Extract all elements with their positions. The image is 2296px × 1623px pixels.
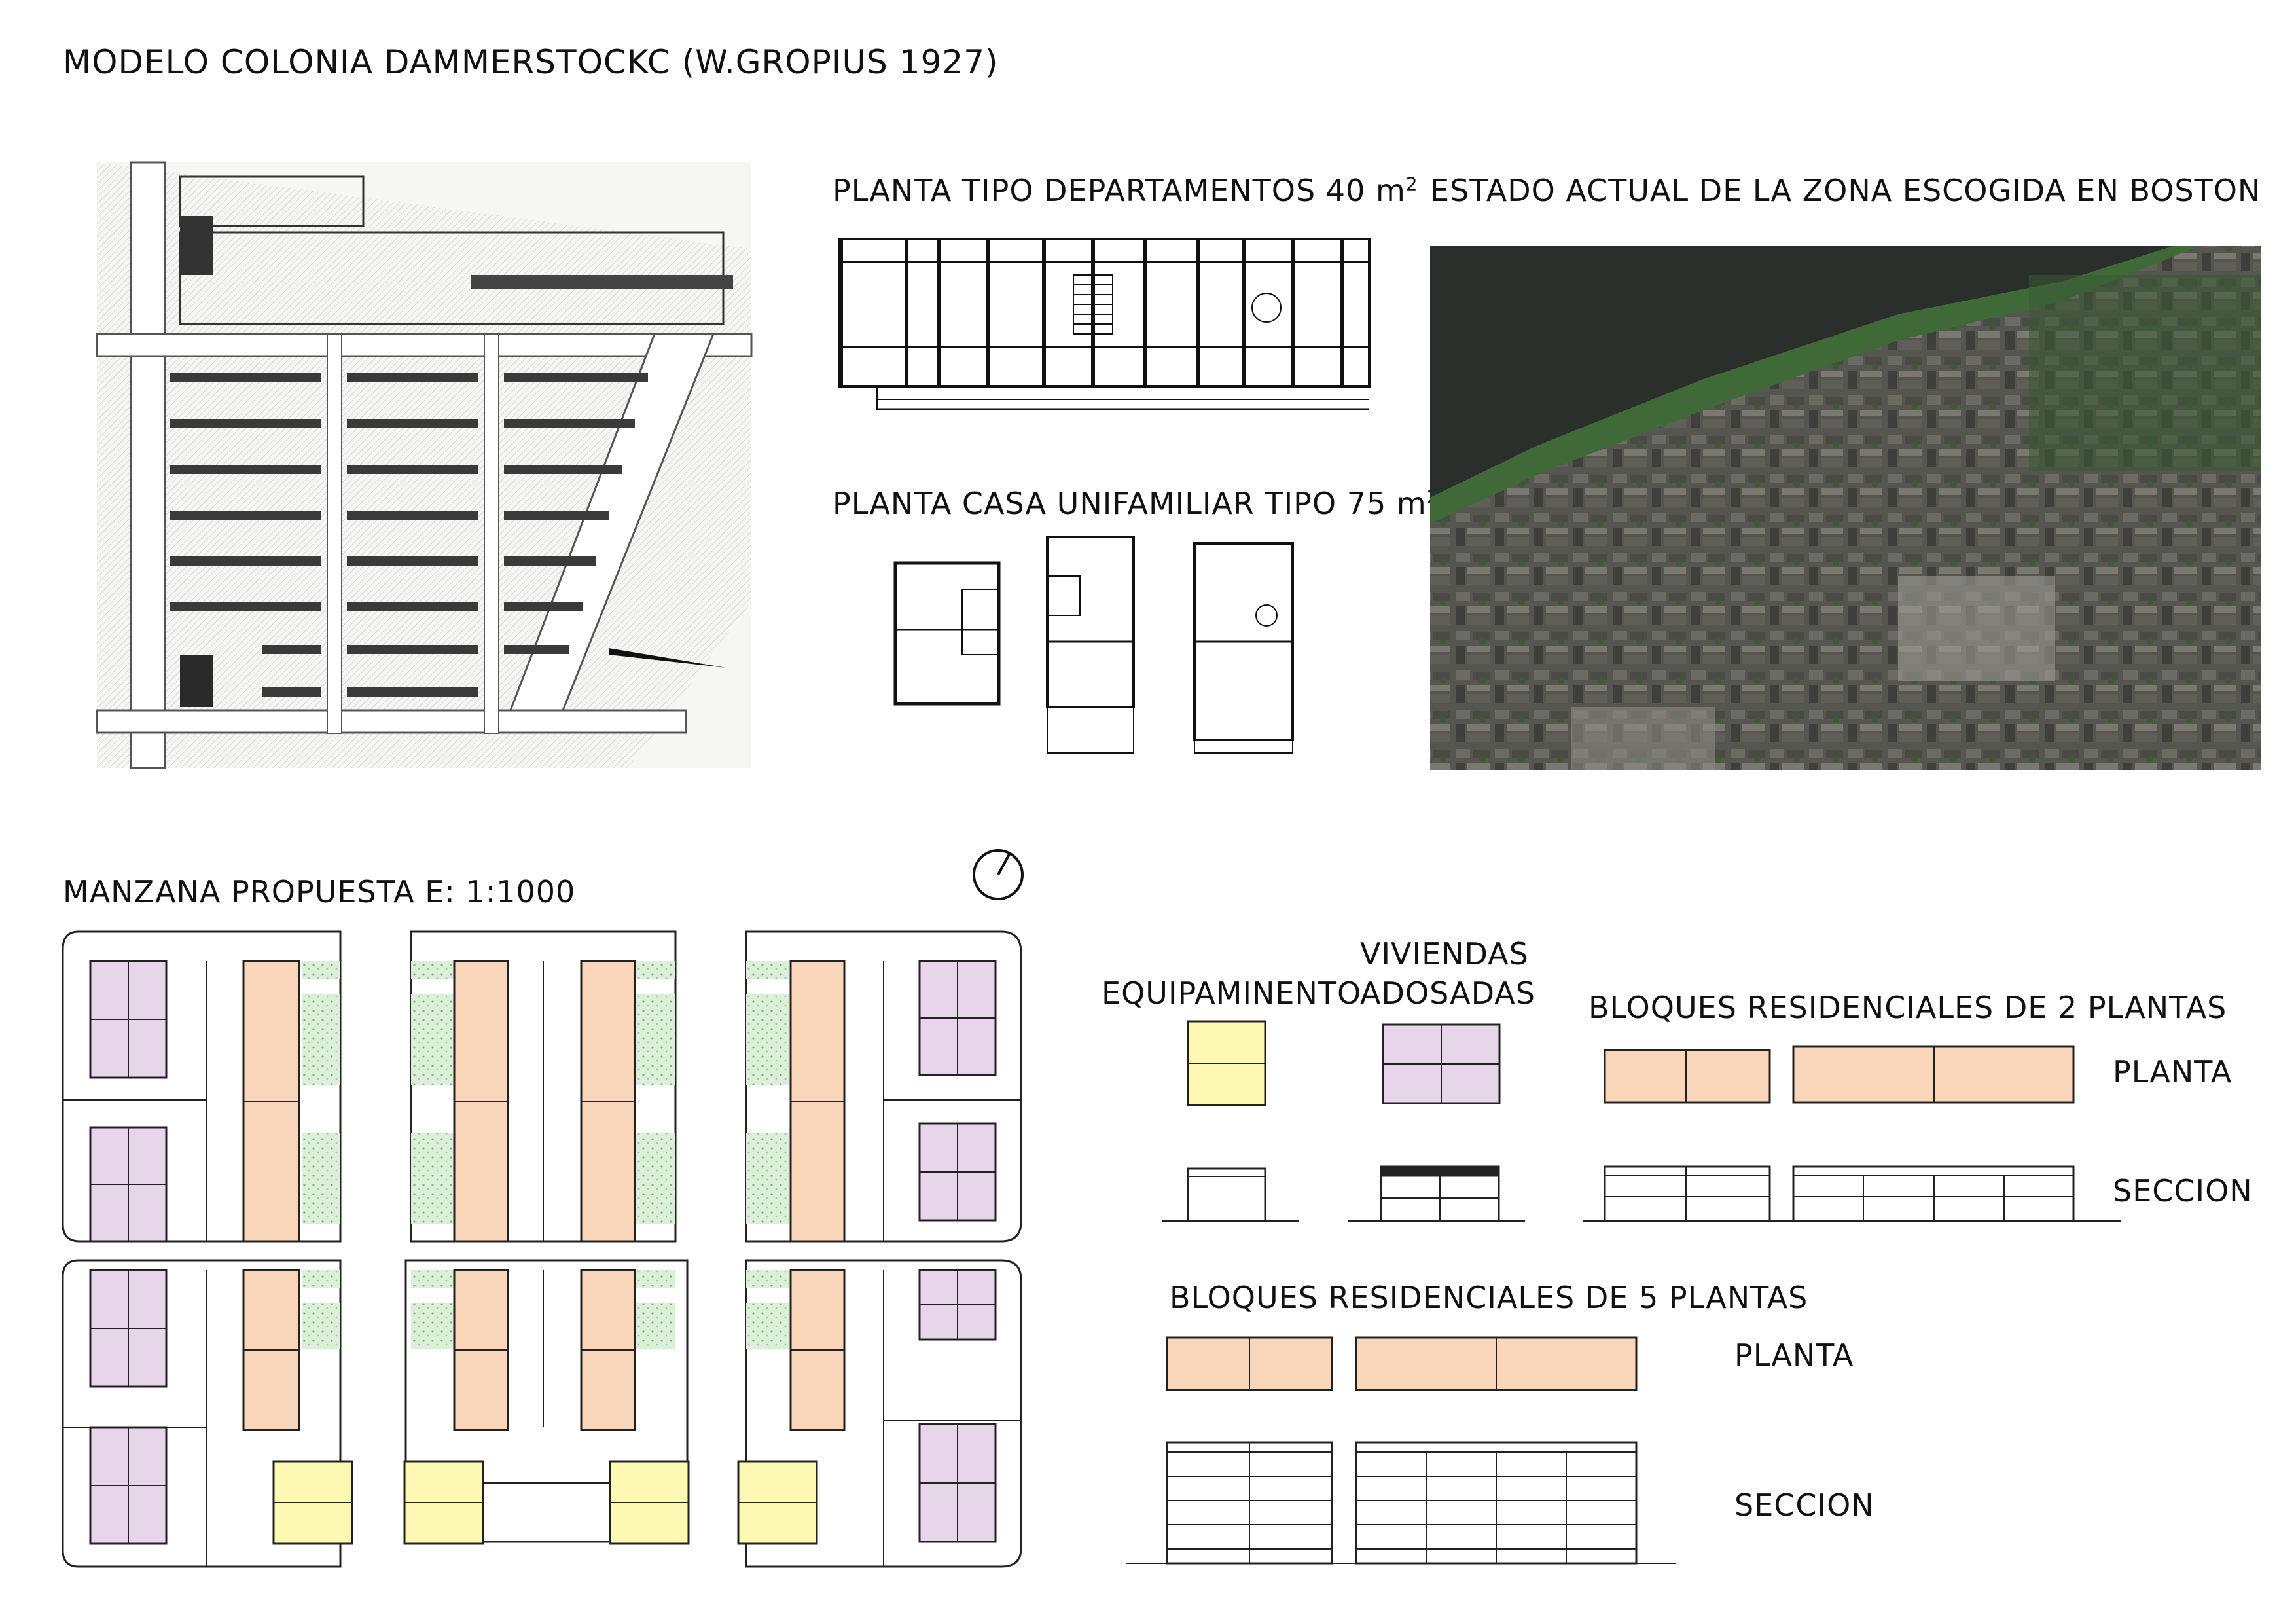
legend-viviendas-label-2: ADOSADAS — [1360, 976, 1535, 1011]
legend-bloques5-label: BLOQUES RESIDENCIALES DE 5 PLANTAS — [1170, 1280, 1808, 1315]
apartment-floor-plan — [838, 238, 1371, 410]
boston-aerial-photo — [1430, 246, 2261, 770]
plan-dept-sup: 2 — [1405, 173, 1418, 195]
legend-equipamiento-label: EQUIPAMINENTO — [1102, 976, 1362, 1011]
legend-seccion-b: SECCION — [1734, 1487, 1874, 1523]
house-floor-plans — [893, 536, 1294, 754]
legend — [1126, 1020, 2121, 1565]
plan-casa-label: PLANTA CASA UNIFAMILIAR TIPO 75 m2 — [833, 486, 1439, 521]
legend-planta-b: PLANTA — [1734, 1338, 1854, 1373]
estado-actual-label: ESTADO ACTUAL DE LA ZONA ESCOGIDA EN BOS… — [1430, 173, 2261, 208]
manzana-label: MANZANA PROPUESTA E: 1:1000 — [63, 874, 576, 909]
legend-planta-a: PLANTA — [2113, 1054, 2233, 1089]
plan-dept-label: PLANTA TIPO DEPARTAMENTOS 40 m2 — [833, 173, 1418, 208]
proposed-block-plan — [62, 930, 1022, 1568]
legend-bloques2-swatch-a — [1604, 1049, 1771, 1104]
north-arrow-icon — [609, 648, 726, 668]
dammerstock-site-plan — [96, 161, 753, 769]
compass-icon — [973, 849, 1024, 900]
legend-seccion-a: SECCION — [2113, 1173, 2253, 1209]
plan-casa-text: PLANTA CASA UNIFAMILIAR TIPO 75 m — [833, 486, 1427, 521]
green-areas — [302, 961, 789, 1349]
page-title: MODELO COLONIA DAMMERSTOCKC (W.GROPIUS 1… — [63, 43, 999, 81]
plan-dept-text: PLANTA TIPO DEPARTAMENTOS 40 m — [833, 173, 1406, 208]
legend-bloques2-label: BLOQUES RESIDENCIALES DE 2 PLANTAS — [1588, 990, 2227, 1025]
legend-viviendas-label-1: VIVIENDAS — [1360, 936, 1529, 972]
